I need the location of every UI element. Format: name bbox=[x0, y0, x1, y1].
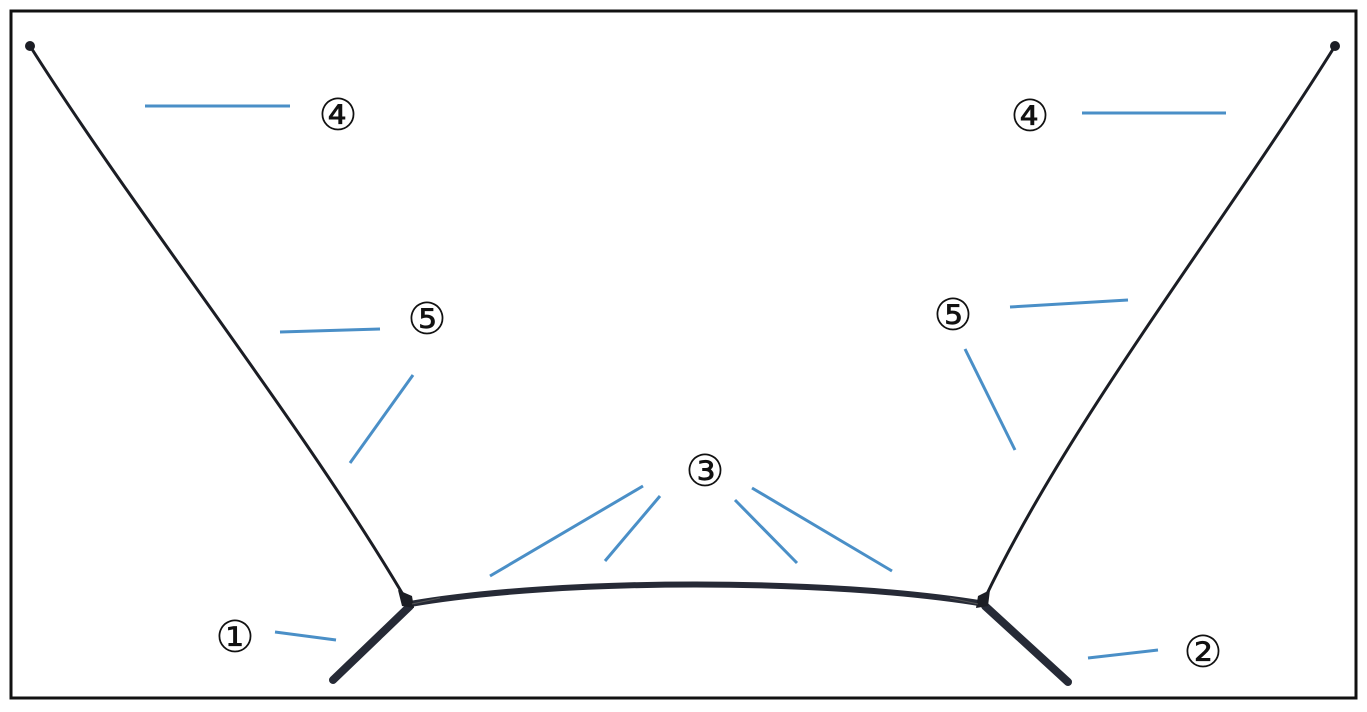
callout-2: ② bbox=[1183, 627, 1222, 678]
left-joint bbox=[398, 590, 441, 608]
left-inclined-cable bbox=[28, 45, 407, 599]
leader-line-3-d bbox=[751, 486, 893, 573]
callout-3: ③ bbox=[685, 446, 724, 497]
leader-line-5-right-b bbox=[963, 348, 1017, 451]
leader-line-3-b bbox=[603, 495, 662, 562]
right-inclined-cable bbox=[983, 45, 1337, 599]
callout-4-right: ④ bbox=[1010, 91, 1049, 142]
left-anchor-point bbox=[25, 41, 35, 51]
leader-line-5-left-b bbox=[348, 374, 415, 464]
leader-line-3-a bbox=[489, 484, 644, 578]
right-joint bbox=[949, 590, 990, 608]
callout-5-left: ⑤ bbox=[407, 294, 446, 345]
callout-4-left: ④ bbox=[318, 90, 357, 141]
left-end-member bbox=[329, 602, 414, 684]
leader-line-5-left-a bbox=[279, 327, 381, 334]
right-end-member bbox=[981, 602, 1072, 686]
leader-line-5-right-a bbox=[1009, 298, 1129, 309]
leader-lines bbox=[145, 104, 1226, 660]
callout-1: ① bbox=[215, 612, 254, 663]
callout-5-right: ⑤ bbox=[933, 290, 972, 341]
right-anchor-point bbox=[1330, 41, 1340, 51]
leader-line-1 bbox=[274, 630, 337, 642]
leader-line-3-c bbox=[733, 498, 799, 565]
diagram-border bbox=[9, 9, 1358, 700]
leader-line-2 bbox=[1087, 648, 1159, 660]
center-arched-member bbox=[409, 581, 986, 607]
